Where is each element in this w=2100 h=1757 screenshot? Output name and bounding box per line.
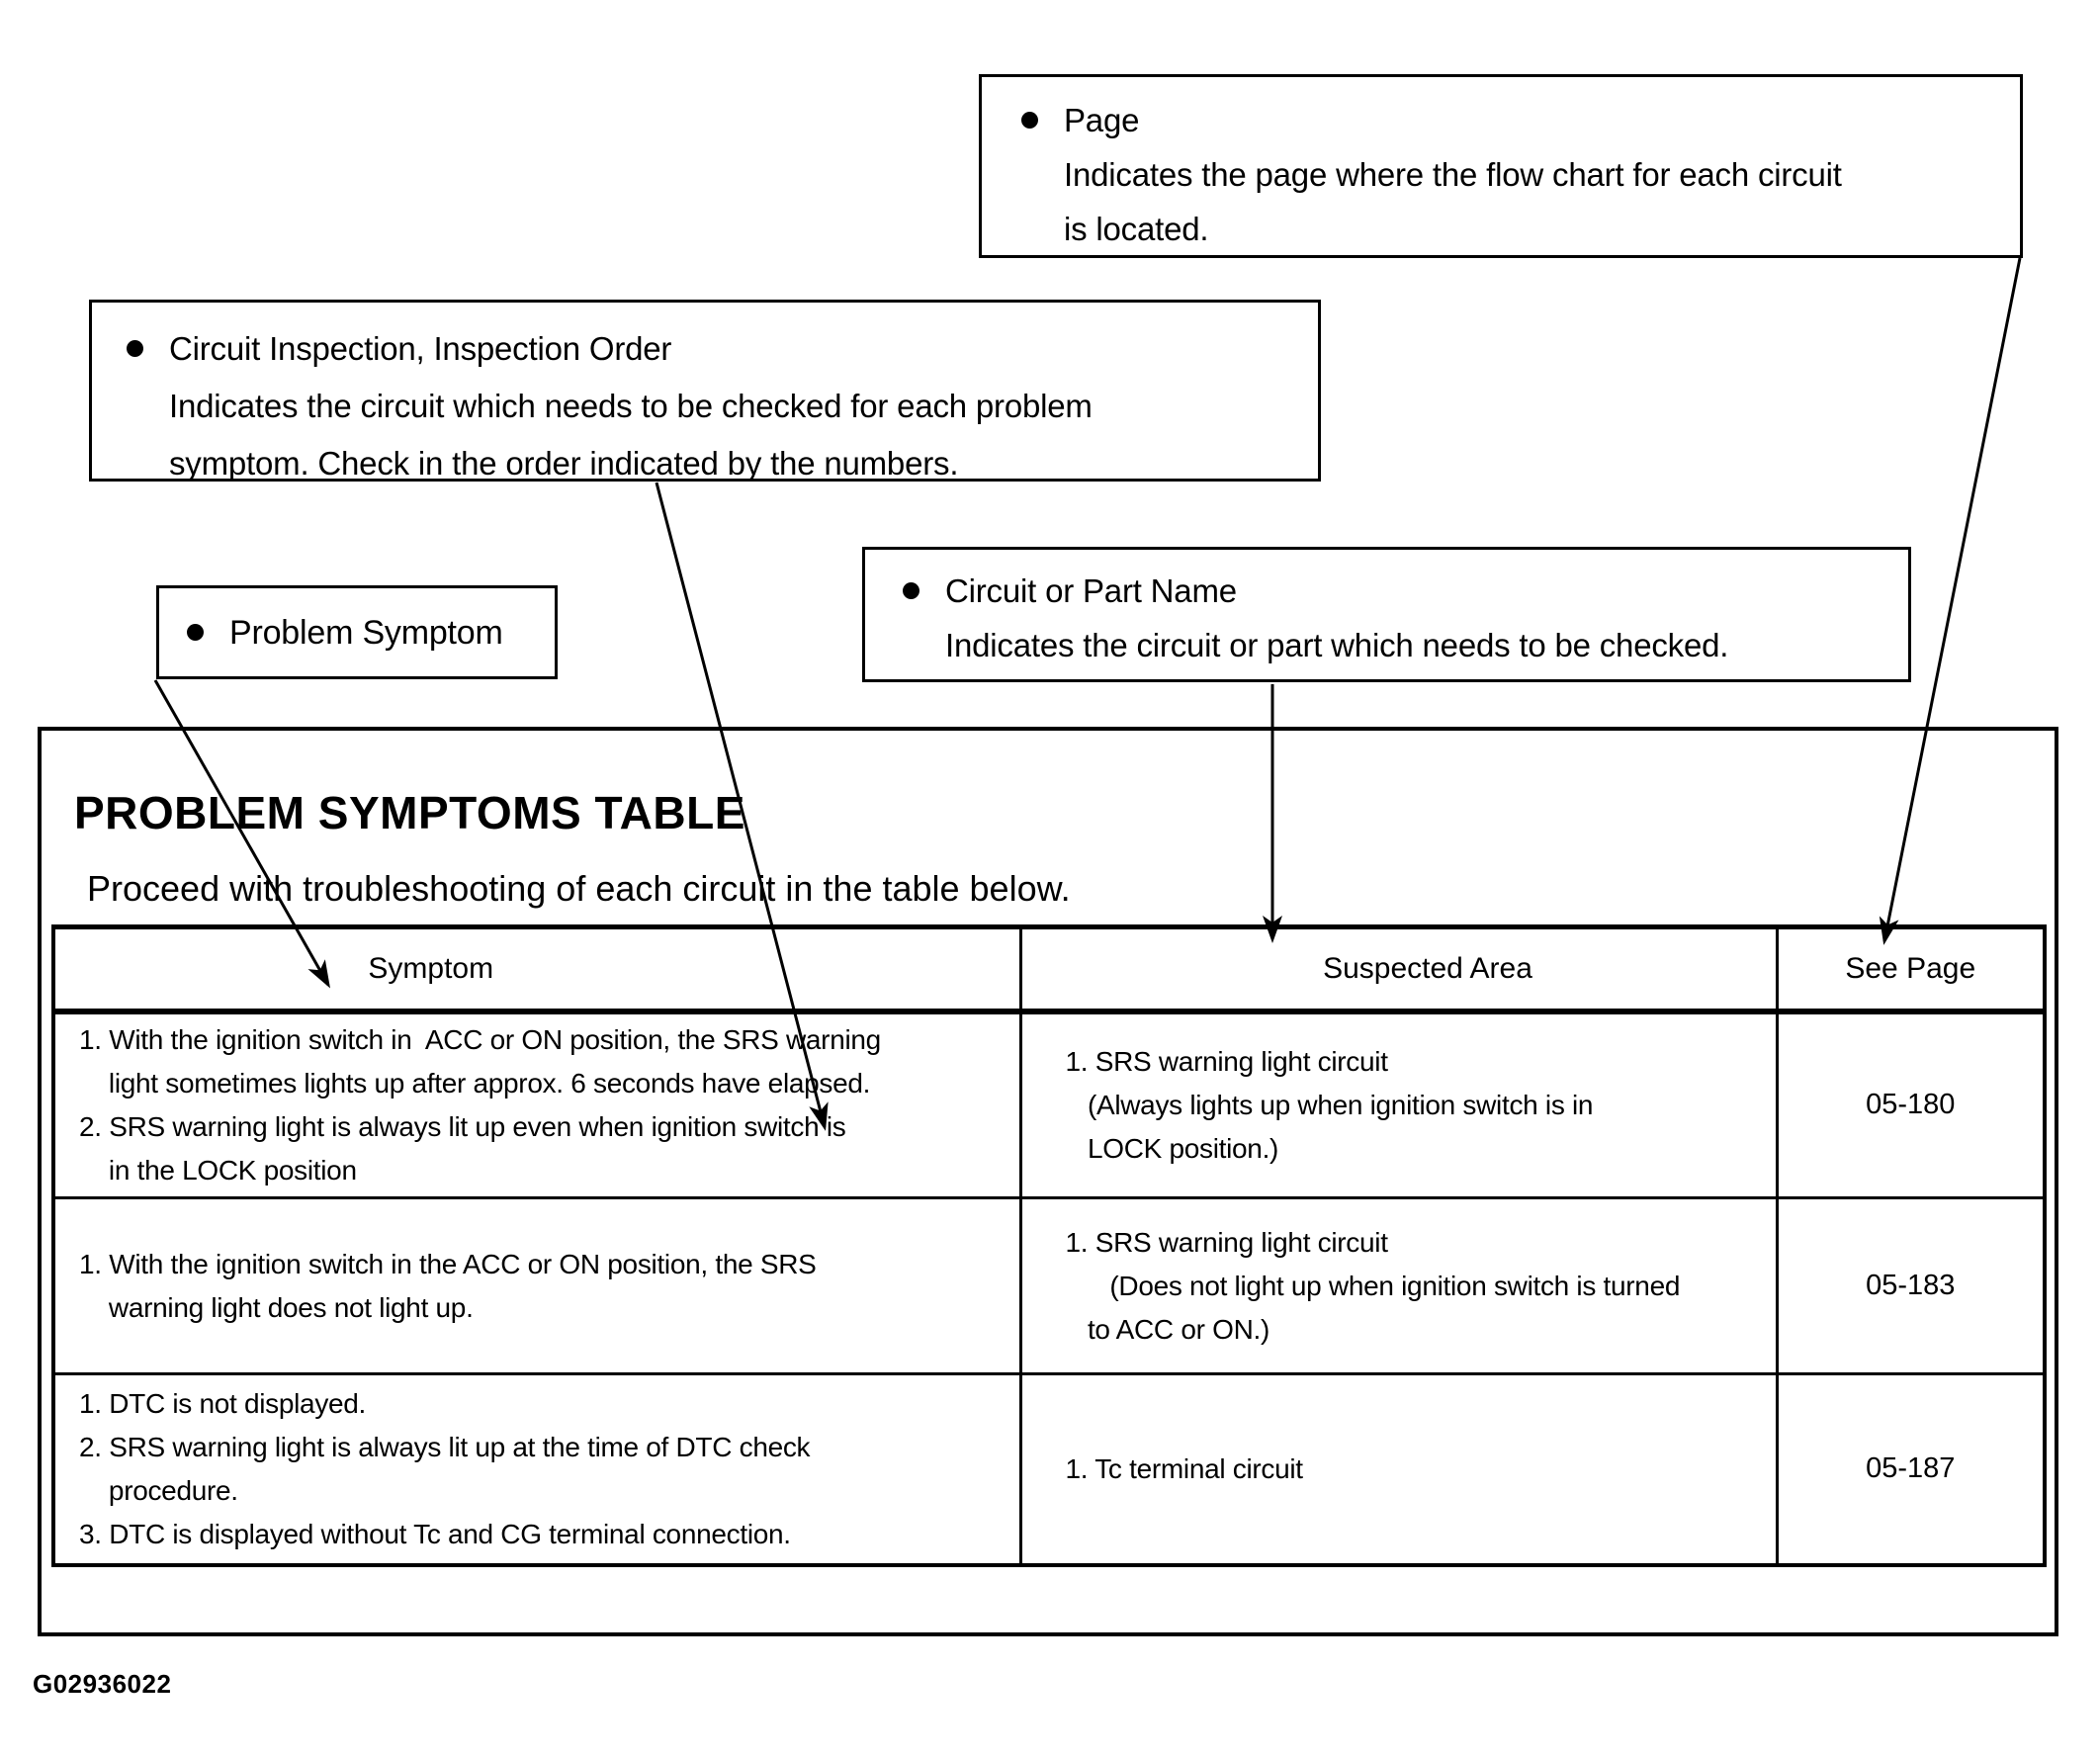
suspected-line: (Always lights up when ignition switch i… bbox=[1065, 1089, 1594, 1120]
bullet-icon bbox=[903, 582, 919, 599]
callout-page-line: Indicates the page where the flow chart … bbox=[1064, 156, 1842, 193]
symptom-cell: 1. With the ignition switch in ACC or ON… bbox=[51, 1010, 1022, 1199]
suspected-area-cell: 1. SRS warning light circuit (Does not l… bbox=[1018, 1196, 1779, 1375]
callout-page: Page Indicates the page where the flow c… bbox=[979, 74, 2023, 258]
bullet-icon bbox=[187, 624, 204, 641]
symptom-line: 2. SRS warning light is always lit up ev… bbox=[79, 1110, 846, 1142]
col-header-suspected-area: Suspected Area bbox=[1018, 924, 1779, 1014]
callout-circuit-inspection: Circuit Inspection, Inspection Order Ind… bbox=[89, 300, 1321, 482]
bullet-icon bbox=[127, 340, 143, 357]
suspected-area-cell: 1. SRS warning light circuit (Always lig… bbox=[1018, 1010, 1779, 1199]
symptom-line: warning light does not light up. bbox=[79, 1291, 474, 1323]
bullet-icon bbox=[1021, 112, 1038, 129]
symptom-line: 3. DTC is displayed without Tc and CG te… bbox=[79, 1518, 791, 1549]
see-page-value: 05-183 bbox=[1775, 1196, 2047, 1375]
suspected-line: (Does not light up when ignition switch … bbox=[1065, 1270, 1681, 1301]
callout-page-title: Page bbox=[1064, 102, 1140, 138]
callout-circuit-part-name-title: Circuit or Part Name bbox=[945, 572, 1237, 609]
symptom-line: 1. DTC is not displayed. bbox=[79, 1387, 367, 1419]
symptom-line: 1. With the ignition switch in the ACC o… bbox=[79, 1248, 817, 1279]
suspected-area-cell: 1. Tc terminal circuit bbox=[1018, 1372, 1779, 1566]
table-header-row: Symptom Suspected Area See Page bbox=[51, 924, 2047, 1014]
col-header-symptom: Symptom bbox=[51, 924, 1022, 1014]
callout-circuit-inspection-line: Indicates the circuit which needs to be … bbox=[169, 388, 1093, 424]
see-page-value: 05-180 bbox=[1775, 1010, 2047, 1199]
callout-problem-symptom-title: Problem Symptom bbox=[229, 613, 503, 652]
col-header-see-page: See Page bbox=[1775, 924, 2047, 1014]
intro-text: Proceed with troubleshooting of each cir… bbox=[87, 868, 1071, 909]
suspected-line: 1. Tc terminal circuit bbox=[1065, 1452, 1304, 1484]
table-row: 1. DTC is not displayed. 2. SRS warning … bbox=[51, 1372, 2047, 1566]
symptom-line: procedure. bbox=[79, 1474, 238, 1506]
figure-code: G02936022 bbox=[33, 1669, 172, 1699]
callout-circuit-part-name: Circuit or Part Name Indicates the circu… bbox=[862, 547, 1911, 682]
symptom-line: 1. With the ignition switch in ACC or ON… bbox=[79, 1023, 881, 1055]
suspected-line: 1. SRS warning light circuit bbox=[1065, 1226, 1388, 1258]
symptom-line: 2. SRS warning light is always lit up at… bbox=[79, 1431, 811, 1462]
table-row: 1. With the ignition switch in ACC or ON… bbox=[51, 1010, 2047, 1199]
suspected-line: to ACC or ON.) bbox=[1065, 1313, 1269, 1345]
table-row: 1. With the ignition switch in the ACC o… bbox=[51, 1196, 2047, 1375]
suspected-line: LOCK position.) bbox=[1065, 1132, 1279, 1164]
symptom-line: in the LOCK position bbox=[79, 1154, 357, 1186]
problem-symptoms-table: Symptom Suspected Area See Page 1. With … bbox=[51, 924, 2047, 1567]
suspected-line: 1. SRS warning light circuit bbox=[1065, 1045, 1388, 1077]
symptom-cell: 1. With the ignition switch in the ACC o… bbox=[51, 1196, 1022, 1375]
callout-problem-symptom: Problem Symptom bbox=[156, 585, 558, 679]
symptom-cell: 1. DTC is not displayed. 2. SRS warning … bbox=[51, 1372, 1022, 1566]
see-page-value: 05-187 bbox=[1775, 1372, 2047, 1566]
callout-circuit-part-name-line: Indicates the circuit or part which need… bbox=[945, 627, 1729, 663]
callout-circuit-inspection-line: symptom. Check in the order indicated by… bbox=[169, 445, 959, 482]
page-title: PROBLEM SYMPTOMS TABLE bbox=[74, 787, 745, 838]
symptom-line: light sometimes lights up after approx. … bbox=[79, 1067, 871, 1098]
callout-circuit-inspection-title: Circuit Inspection, Inspection Order bbox=[169, 330, 672, 367]
callout-page-line: is located. bbox=[1064, 211, 1209, 247]
